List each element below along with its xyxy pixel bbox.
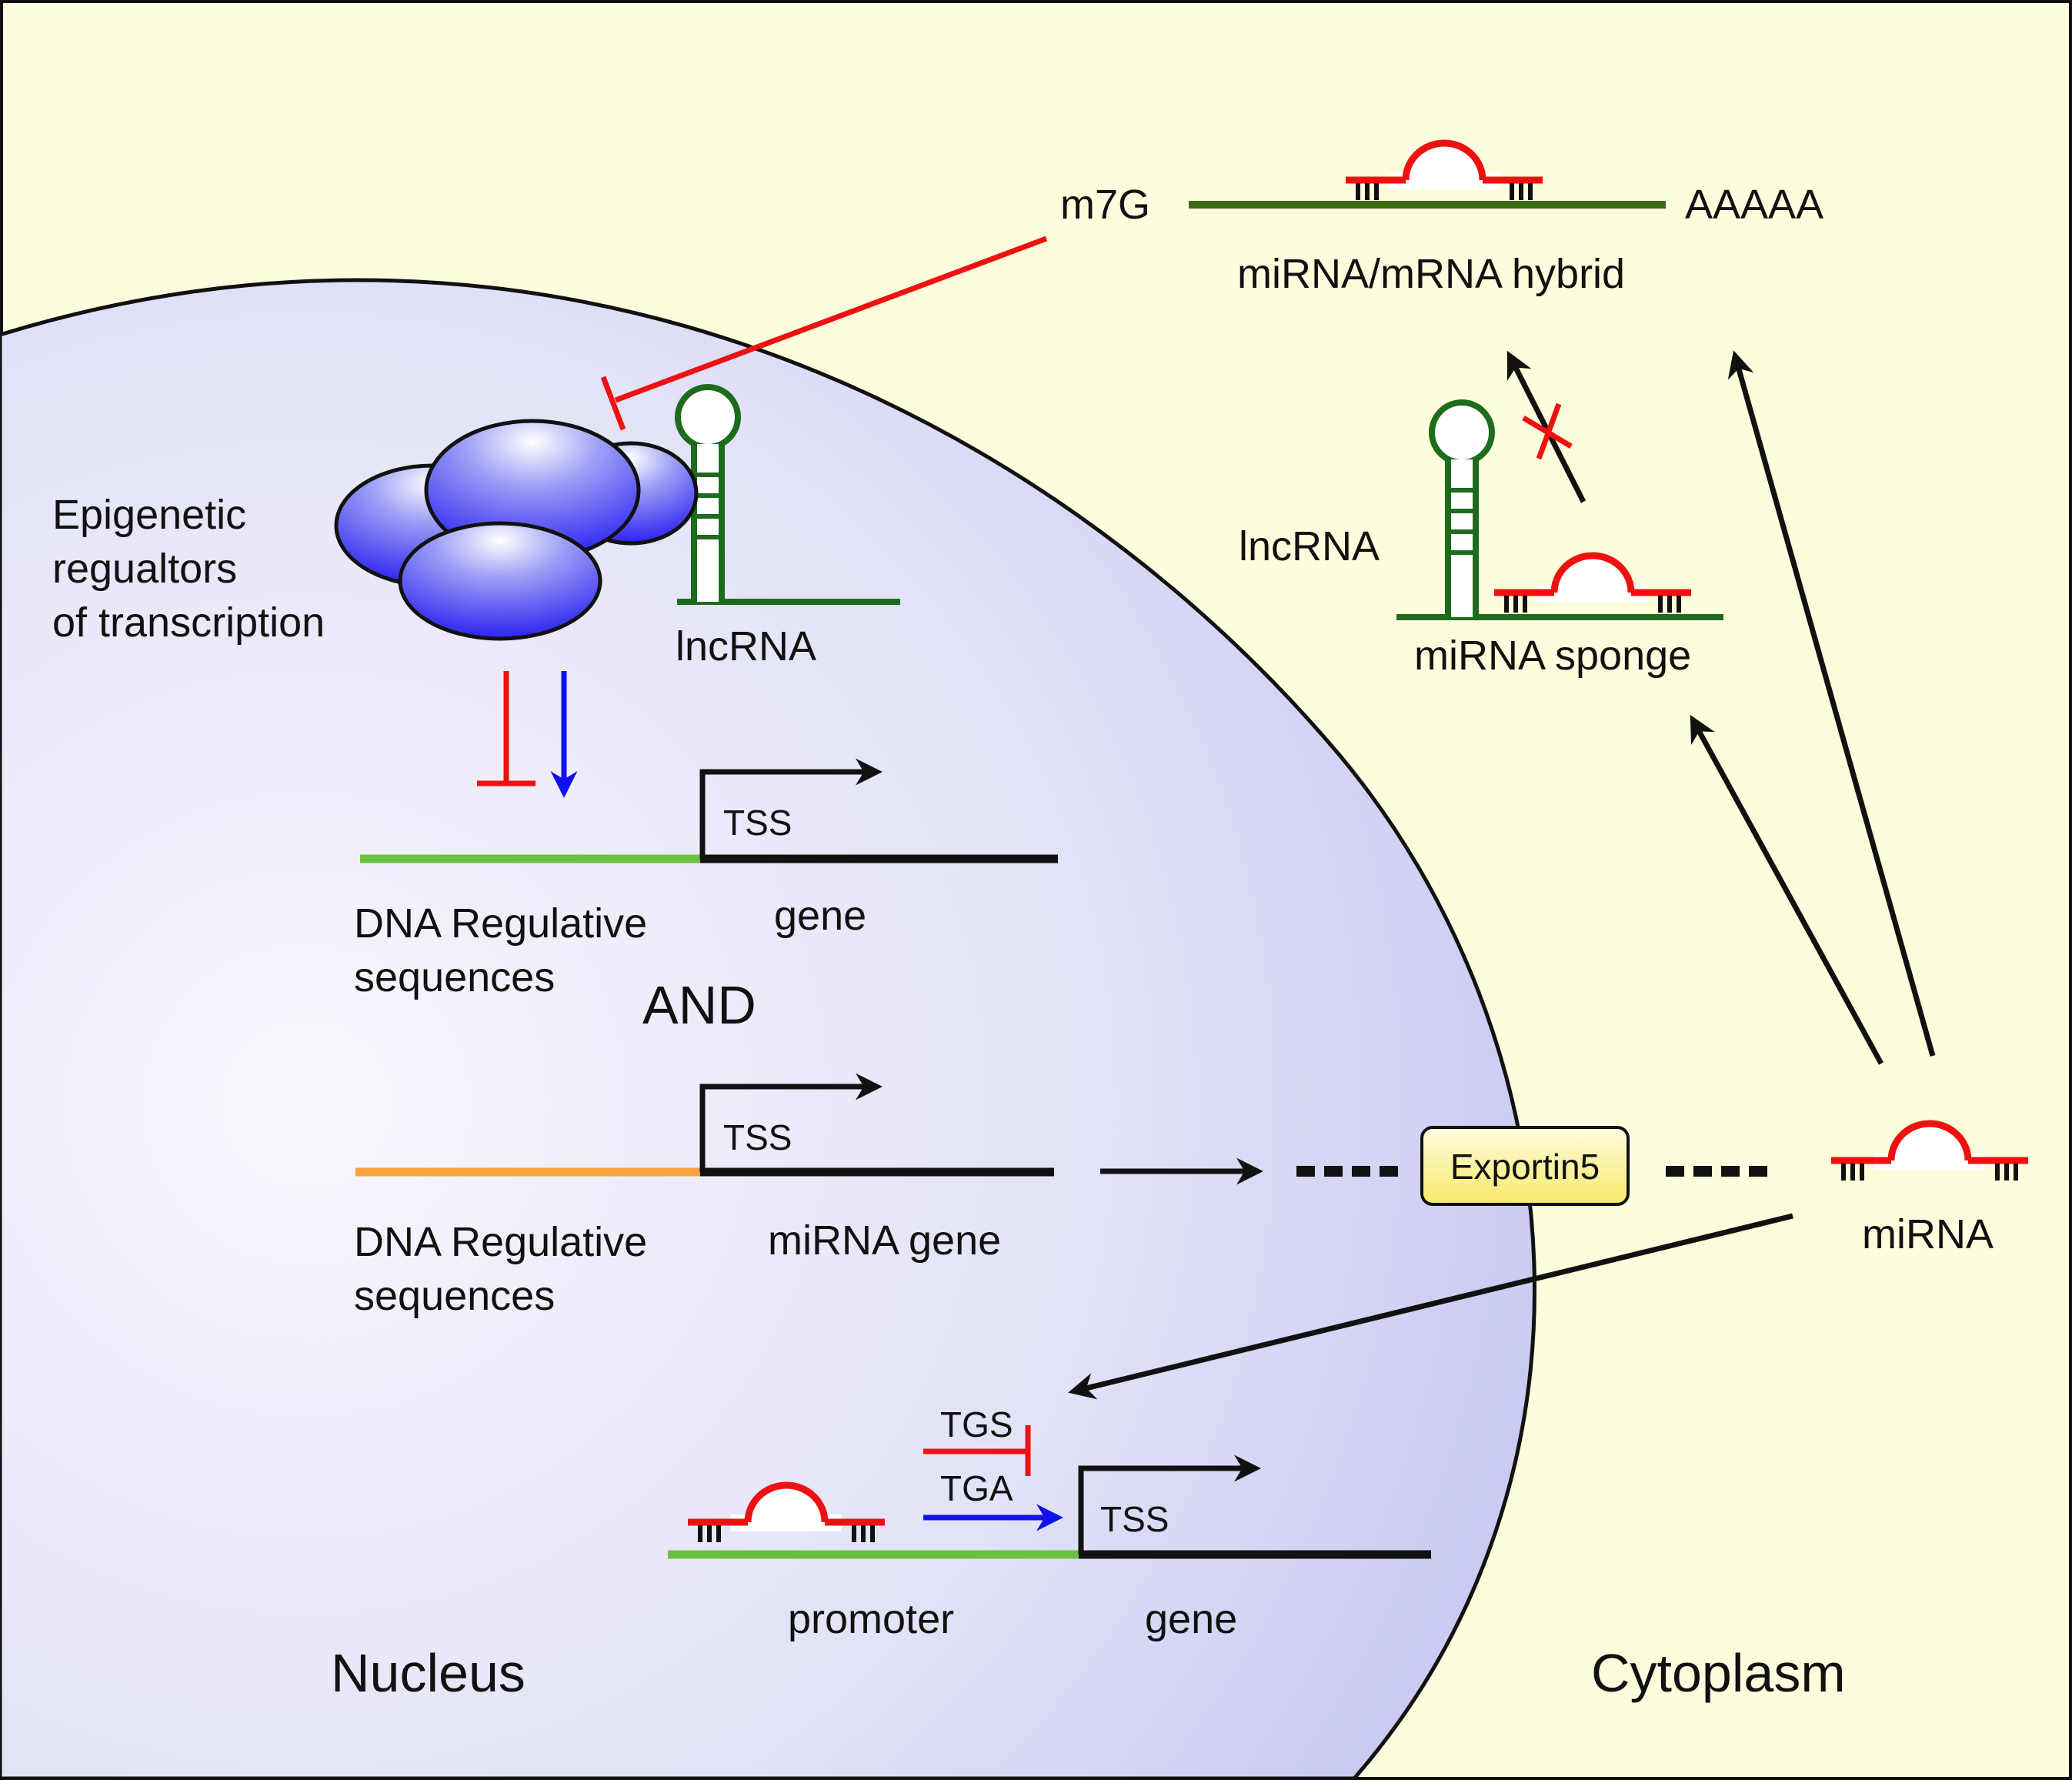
- tss-3-arrow: [1078, 1454, 1261, 1555]
- tss-2-label: TSS: [723, 1117, 792, 1157]
- lncrna-nuc-label: lncRNA: [676, 623, 816, 670]
- hybrid-label: miRNA/mRNA hybrid: [1237, 251, 1625, 297]
- cytoplasm-label: Cytoplasm: [1591, 1643, 1846, 1703]
- mirna-return-arrow: [1068, 1213, 1793, 1400]
- tss-2-arrow: [699, 1073, 883, 1172]
- epi-label-2: regualtors: [52, 546, 237, 592]
- mirna-gene-label: miRNA gene: [768, 1217, 1001, 1264]
- epi-label-1: Epigenetic: [52, 492, 246, 538]
- mirna-to-hybrid-arrow: [1727, 350, 1936, 1057]
- mirna-label: miRNA: [1862, 1211, 1994, 1257]
- exportin-label: Exportin5: [1450, 1147, 1600, 1187]
- tgs-label: TGS: [940, 1404, 1013, 1444]
- reg-seq-2-label-1: DNA Regulative: [354, 1219, 647, 1265]
- exportin-box: Exportin5: [1420, 1126, 1630, 1206]
- tss-1-arrow: [699, 758, 883, 859]
- hybrid-inhibit-line: [614, 235, 1048, 403]
- reg-seq-2-label-2: sequences: [354, 1273, 555, 1319]
- hybrid-inhibit-bar: [600, 376, 626, 431]
- reg-seq-1-label-2: sequences: [354, 954, 555, 1000]
- epigenetic-complex-icon: [334, 419, 699, 641]
- sponge-label: miRNA sponge: [1414, 633, 1691, 679]
- blocked-cross-icon: [1522, 402, 1573, 460]
- tss-3-label: TSS: [1100, 1499, 1169, 1539]
- and-label: AND: [642, 975, 756, 1035]
- reg-seq-1-label-1: DNA Regulative: [354, 900, 647, 947]
- gene-3-label: gene: [1145, 1596, 1237, 1642]
- polya-label: AAAAA: [1685, 182, 1823, 228]
- nucleus-membrane: [0, 278, 1536, 1780]
- tga-label: TGA: [940, 1468, 1013, 1508]
- cap-label: m7G: [1060, 182, 1150, 228]
- promoter-label: promoter: [788, 1596, 954, 1642]
- tss-1-label: TSS: [723, 803, 792, 843]
- lncrna-cyto-label: lncRNA: [1239, 523, 1380, 569]
- nucleus-label: Nucleus: [331, 1643, 526, 1703]
- epi-label-3: of transcription: [52, 599, 325, 646]
- gene-1-label: gene: [774, 893, 866, 939]
- mirna-to-sponge-arrow: [1690, 714, 1884, 1065]
